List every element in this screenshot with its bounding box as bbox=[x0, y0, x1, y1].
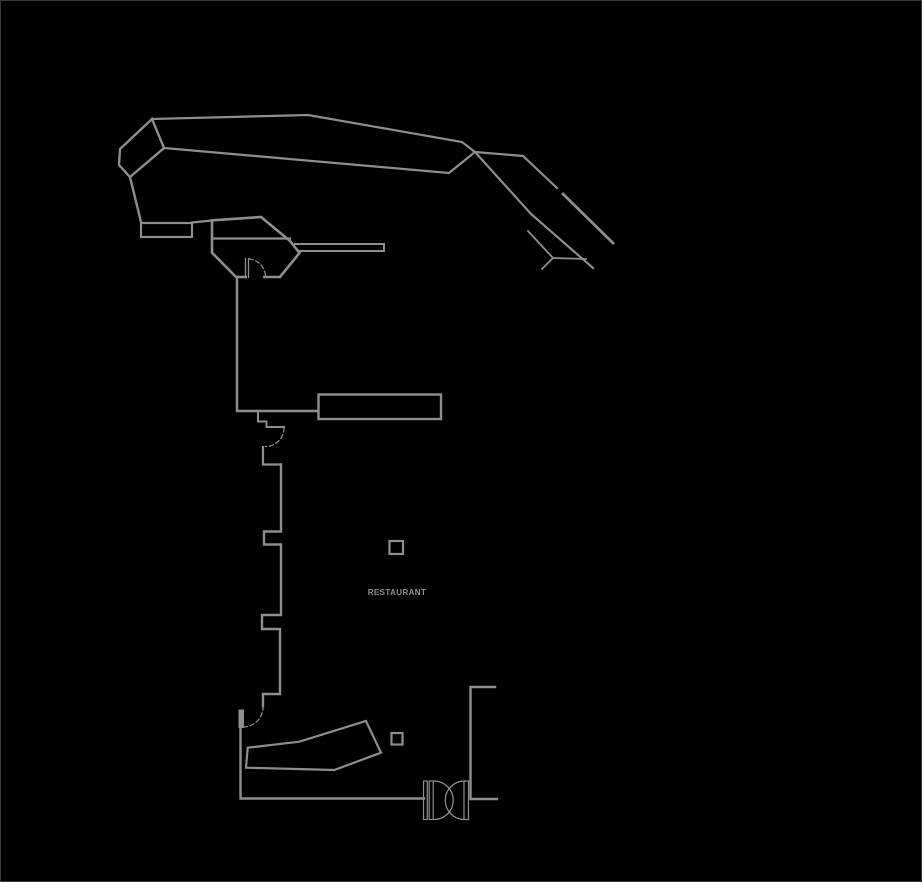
walkway-bottom-edge bbox=[162, 146, 595, 270]
service-counter bbox=[317, 393, 443, 421]
restaurant-west-wall bbox=[260, 463, 283, 708]
door-2-jamb bbox=[257, 411, 285, 428]
door-1-swing-arc bbox=[248, 258, 267, 278]
corridor-wall bbox=[235, 275, 320, 413]
entry-stem bbox=[128, 175, 143, 224]
vestibule-link bbox=[190, 219, 214, 224]
south-wall bbox=[239, 726, 426, 800]
walkway-head bbox=[117, 116, 166, 179]
door-4-right-jamb bbox=[463, 780, 470, 821]
door-3-leaf bbox=[238, 709, 244, 728]
curved-bench bbox=[244, 719, 383, 772]
column-2 bbox=[390, 731, 404, 746]
door-2-swing-arc bbox=[264, 427, 285, 448]
bar-strip bbox=[294, 243, 385, 252]
walkway-end-tick bbox=[540, 256, 555, 271]
walkway-top-edge bbox=[150, 113, 559, 190]
wall-stub bbox=[261, 445, 283, 466]
door-4-left-jamb-b bbox=[428, 780, 434, 821]
door-3-swing-arc bbox=[243, 705, 264, 728]
column-1 bbox=[388, 539, 405, 556]
vestibule-rect bbox=[139, 221, 194, 239]
door-4-left-jamb-a bbox=[422, 780, 428, 821]
walkway-top-edge-end bbox=[561, 192, 615, 245]
restaurant-room-label: RESTAURANT bbox=[367, 588, 427, 597]
east-bracket-wall bbox=[469, 685, 499, 801]
door-4-arc-left bbox=[433, 780, 454, 821]
lobby-outline bbox=[210, 215, 302, 279]
door-4-arc-right bbox=[444, 780, 466, 821]
